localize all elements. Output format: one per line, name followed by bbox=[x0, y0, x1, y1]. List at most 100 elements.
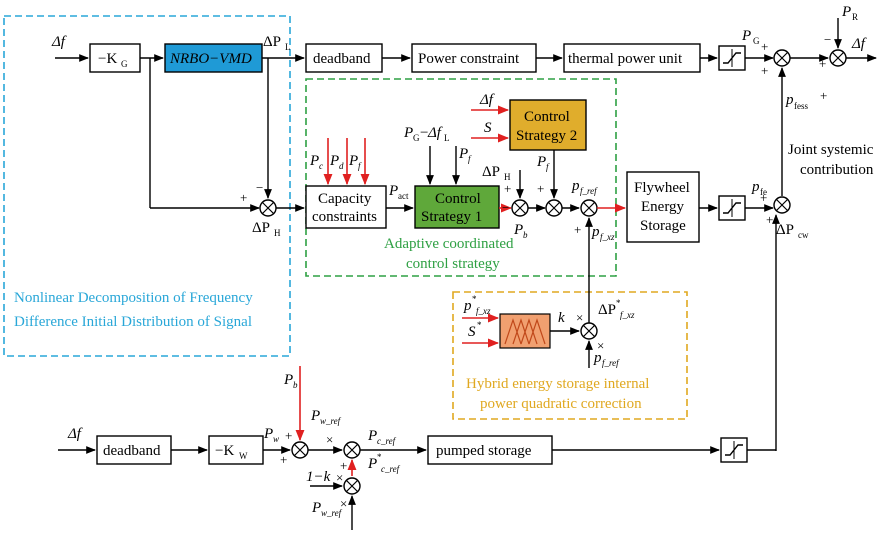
svg-text:−: − bbox=[420, 125, 428, 141]
svg-text:P: P bbox=[841, 4, 851, 20]
svg-text:+: + bbox=[533, 200, 540, 215]
svg-text:P: P bbox=[311, 500, 321, 516]
input-df-top: Δf bbox=[51, 34, 67, 50]
svg-text:×: × bbox=[326, 432, 333, 447]
svg-text:W: W bbox=[239, 451, 248, 461]
svg-text:c: c bbox=[319, 161, 323, 171]
svg-text:P: P bbox=[536, 154, 546, 170]
svg-text:Control: Control bbox=[524, 109, 570, 125]
svg-text:S: S bbox=[484, 120, 492, 136]
svg-text:f: f bbox=[468, 154, 472, 164]
svg-text:G: G bbox=[121, 59, 128, 69]
deadband-top-label: deadband bbox=[313, 51, 371, 67]
svg-text:*: * bbox=[377, 452, 382, 462]
svg-text:ΔP: ΔP bbox=[482, 164, 500, 180]
svg-text:1−k: 1−k bbox=[306, 469, 331, 485]
svg-text:f_ref: f_ref bbox=[602, 358, 620, 368]
svg-text:×: × bbox=[336, 470, 343, 485]
svg-text:c_ref: c_ref bbox=[381, 464, 401, 474]
svg-text:+: + bbox=[760, 190, 767, 205]
power-constraint-label: Power constraint bbox=[418, 51, 520, 67]
svg-text:−: − bbox=[502, 200, 509, 215]
power-constraint-block bbox=[411, 43, 537, 73]
green-region-label-2: control strategy bbox=[406, 256, 500, 272]
svg-text:P: P bbox=[367, 456, 377, 472]
svg-text:f_xz: f_xz bbox=[600, 232, 615, 242]
control-strategy-2-block bbox=[509, 99, 587, 151]
svg-text:p: p bbox=[463, 298, 472, 314]
input-df-bottom: Δf bbox=[67, 426, 83, 442]
svg-text:P: P bbox=[741, 28, 751, 44]
control-strategy-1-block bbox=[414, 185, 500, 229]
svg-text:S: S bbox=[468, 324, 476, 340]
svg-text:cw: cw bbox=[798, 230, 809, 240]
svg-text:G: G bbox=[753, 36, 760, 46]
orange-region bbox=[452, 291, 688, 420]
svg-text:H: H bbox=[274, 228, 281, 238]
svg-text:p: p bbox=[571, 178, 580, 194]
svg-text:P: P bbox=[367, 428, 377, 444]
flywheel-storage-block bbox=[626, 171, 700, 243]
svg-text:Energy: Energy bbox=[641, 199, 685, 215]
svg-text:Control: Control bbox=[435, 191, 481, 207]
svg-text:Δf: Δf bbox=[479, 92, 495, 108]
nrbo-vmd-block bbox=[164, 43, 263, 73]
svg-text:Strategy 2: Strategy 2 bbox=[516, 128, 577, 144]
svg-text:c_ref: c_ref bbox=[377, 436, 397, 446]
capacity-constraints-block bbox=[305, 185, 387, 229]
svg-text:L: L bbox=[444, 133, 450, 143]
svg-text:w_ref: w_ref bbox=[320, 416, 342, 426]
svg-text:P: P bbox=[348, 153, 358, 169]
svg-text:+: + bbox=[761, 63, 768, 78]
svg-text:P: P bbox=[403, 125, 413, 141]
svg-text:deadband: deadband bbox=[103, 443, 161, 459]
svg-text:f_xz: f_xz bbox=[620, 310, 635, 320]
svg-text:×: × bbox=[576, 310, 583, 325]
svg-text:fe: fe bbox=[760, 187, 767, 197]
svg-text:w_ref: w_ref bbox=[321, 508, 343, 518]
svg-text:+: + bbox=[285, 428, 292, 443]
svg-text:+: + bbox=[819, 56, 826, 71]
svg-text:ΔP: ΔP bbox=[598, 302, 616, 318]
svg-text:+: + bbox=[820, 88, 827, 103]
thermal-unit-block bbox=[563, 43, 701, 73]
svg-text:p: p bbox=[785, 92, 794, 108]
svg-text:d: d bbox=[339, 161, 344, 171]
svg-text:ΔP: ΔP bbox=[776, 222, 794, 238]
svg-text:R: R bbox=[852, 12, 858, 22]
svg-text:P: P bbox=[263, 426, 273, 442]
joint-label-2: contribution bbox=[800, 162, 874, 178]
svg-text:Flywheel: Flywheel bbox=[634, 180, 690, 196]
svg-text:Strategy 1: Strategy 1 bbox=[421, 209, 482, 225]
svg-text:Storage: Storage bbox=[640, 218, 686, 234]
svg-text:−: − bbox=[256, 180, 263, 195]
deadband-bottom-block bbox=[96, 435, 172, 465]
svg-text:Δf: Δf bbox=[427, 125, 443, 141]
svg-text:*: * bbox=[477, 320, 482, 330]
orange-region-label-1: Hybrid energy storage internal bbox=[466, 376, 649, 392]
svg-text:×: × bbox=[340, 496, 347, 511]
svg-text:+: + bbox=[761, 39, 768, 54]
svg-text:P: P bbox=[388, 183, 398, 199]
blue-region bbox=[3, 15, 291, 357]
svg-text:pumped storage: pumped storage bbox=[436, 443, 532, 459]
svg-text:fess: fess bbox=[794, 101, 808, 111]
svg-text:+: + bbox=[504, 181, 511, 196]
svg-text:−K: −K bbox=[215, 443, 234, 459]
svg-text:+: + bbox=[240, 190, 247, 205]
green-region bbox=[305, 78, 617, 277]
svg-text:b: b bbox=[523, 230, 528, 240]
svg-text:w: w bbox=[273, 434, 279, 444]
blue-region-label-1: Nonlinear Decomposition of Frequency bbox=[14, 290, 253, 306]
svg-text:P: P bbox=[309, 153, 319, 169]
svg-text:ΔP: ΔP bbox=[252, 220, 270, 236]
svg-text:p: p bbox=[593, 350, 602, 366]
gain-kg-block bbox=[89, 43, 141, 73]
svg-text:p: p bbox=[751, 179, 760, 195]
gain-kg-label: −K bbox=[98, 51, 117, 67]
orange-region-label-2: power quadratic correction bbox=[480, 396, 642, 412]
svg-text:f_ref: f_ref bbox=[580, 186, 598, 196]
output-df: Δf bbox=[851, 36, 867, 52]
